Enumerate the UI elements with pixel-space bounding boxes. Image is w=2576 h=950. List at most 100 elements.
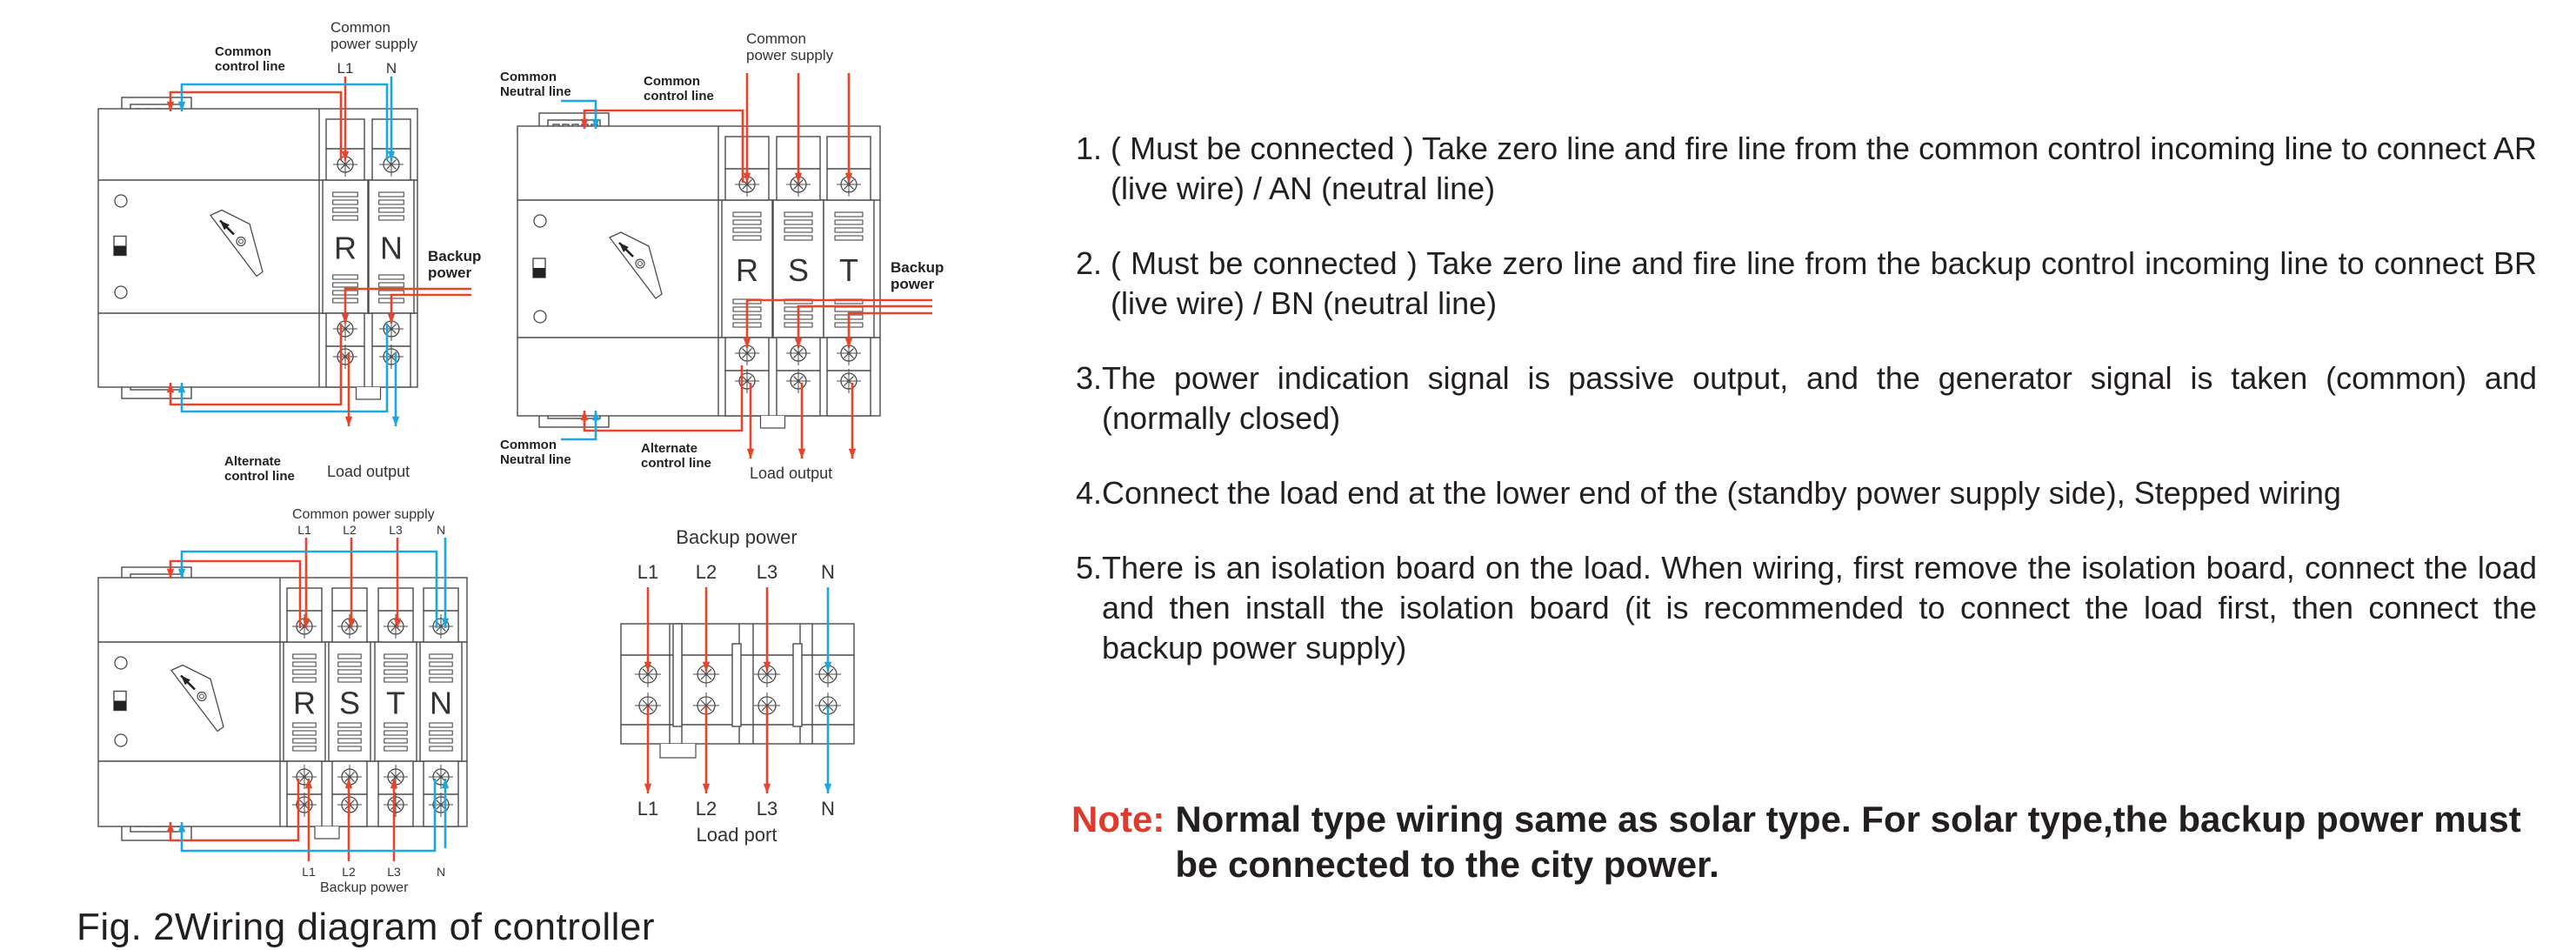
backup-phase-label: N: [437, 865, 445, 879]
led-indicator: [533, 214, 547, 228]
instruction-number: 3.: [1076, 360, 1103, 396]
vent-slot: [429, 730, 453, 736]
control-wire-ar: [583, 109, 744, 183]
terminal-screw-icon: [693, 661, 719, 687]
arrow-icon: [743, 338, 751, 348]
arrow-icon: [848, 448, 857, 458]
vent-slot: [378, 215, 404, 221]
vent-slot: [292, 722, 317, 728]
arrow-icon: [304, 779, 313, 789]
pole-letter: R: [334, 231, 357, 266]
vent-slot: [429, 661, 453, 667]
led-indicator: [114, 194, 128, 208]
arrow-icon: [177, 101, 186, 111]
vent-slot: [337, 746, 362, 752]
vent-slot: [337, 669, 362, 675]
terminal-screw-icon: [635, 692, 661, 719]
diagram-2-pole: NO C NC AR ANNC C NO BR BNRNCommoncontro…: [97, 19, 481, 484]
pole-letter: R: [293, 686, 316, 721]
arrow-icon: [166, 568, 175, 579]
arrow-icon: [177, 383, 186, 393]
vent-slot: [784, 227, 813, 233]
note: Note: Normal type wiring same as solar t…: [1071, 797, 2533, 887]
vent-slot: [429, 653, 453, 659]
vent-slot: [292, 730, 317, 736]
common-control-line-label: Common: [644, 74, 700, 89]
vent-slot: [337, 730, 362, 736]
arrow-icon: [166, 101, 175, 111]
common-power-supply-label: Common: [330, 19, 390, 36]
instruction-item-1: 1. ( Must be connected ) Take zero line …: [1076, 129, 2537, 209]
top-phase-label: L3: [757, 561, 777, 583]
bottom-phase-label: L1: [637, 798, 658, 820]
figure-caption: Fig. 2Wiring diagram of controller: [77, 906, 656, 948]
common-control-line-label: Common: [215, 44, 271, 59]
load-terminal-block: [620, 623, 855, 759]
terminal-screw-icon: [837, 172, 861, 197]
arrow-icon: [344, 779, 353, 789]
load-output-label: Load output: [327, 463, 410, 480]
arrow-icon: [302, 618, 310, 628]
pole-letter: S: [788, 252, 809, 288]
instruction-item-4: 4. Connect the load end at the lower end…: [1076, 473, 2537, 513]
note-label: Note:: [1071, 799, 1165, 840]
vent-slot: [784, 235, 813, 241]
pole-s: S: [328, 587, 371, 827]
pole-t: T: [374, 587, 417, 827]
arrow-icon: [441, 618, 450, 628]
phase-label-l1: L1: [337, 60, 354, 77]
note-text: Normal type wiring same as solar type. F…: [1175, 799, 2521, 885]
top-phase-label: L1: [637, 561, 658, 583]
control-wire-an: [180, 550, 438, 628]
alternate-control-line-label: control line: [224, 469, 295, 484]
vent-slot: [332, 207, 358, 213]
arrow-icon: [580, 118, 589, 129]
vent-slot: [337, 722, 362, 728]
vent-slot: [332, 274, 358, 280]
bottom-phase-label: L2: [696, 798, 717, 820]
vent-slot: [337, 738, 362, 744]
arrow-icon: [797, 448, 806, 458]
common-neutral-line-label: Common: [500, 70, 557, 84]
backup-phase-label: L2: [342, 865, 356, 879]
arrow-icon: [794, 172, 803, 183]
pole-letter: T: [386, 686, 405, 721]
instruction-item-5: 5. There is an isolation board on the lo…: [1076, 548, 2537, 668]
led-indicator: [114, 656, 128, 670]
alternate-control-line-label: Alternate: [641, 441, 697, 456]
vent-slot: [292, 669, 317, 675]
terminal-screw-icon: [384, 614, 408, 639]
backup-power-label: Backup power: [676, 526, 797, 548]
wiring-instructions: 1. ( Must be connected ) Take zero line …: [1076, 129, 2537, 703]
backup-wire-s: [797, 304, 932, 348]
instruction-text: There is an isolation board on the load.…: [1102, 550, 2537, 666]
backup-phase-label: L3: [387, 865, 401, 879]
terminal-screw-icon: [754, 692, 780, 719]
instruction-number: 1.: [1076, 130, 1111, 166]
instruction-text: ( Must be connected ) Take zero line and…: [1111, 245, 2537, 321]
vent-slot: [384, 738, 408, 744]
instruction-text: The power indication signal is passive o…: [1102, 360, 2537, 436]
terminal-screw-icon: [693, 692, 719, 719]
vent-slot: [384, 661, 408, 667]
terminal-screw-icon: [384, 765, 408, 789]
vent-slot: [384, 722, 408, 728]
handle-pivot: [637, 261, 643, 266]
arrow-icon: [344, 416, 353, 426]
arrow-icon: [387, 151, 396, 161]
arrow-icon: [387, 313, 396, 324]
arrow-icon: [743, 172, 751, 183]
handle-pivot: [635, 258, 645, 269]
terminal-screw-icon: [384, 793, 408, 817]
supply-phase-label: L2: [343, 523, 357, 537]
pole-letter: R: [736, 252, 758, 288]
common-power-supply-label: Common power supply: [292, 507, 435, 522]
handle-pivot: [238, 238, 244, 244]
vent-slot: [784, 219, 813, 225]
vent-slot: [429, 722, 453, 728]
vent-slot: [332, 191, 358, 197]
vent-slot: [384, 677, 408, 683]
backup-wire-1: [344, 287, 471, 324]
arrow-icon: [763, 783, 771, 793]
alternate-control-line-label: control line: [641, 456, 711, 471]
